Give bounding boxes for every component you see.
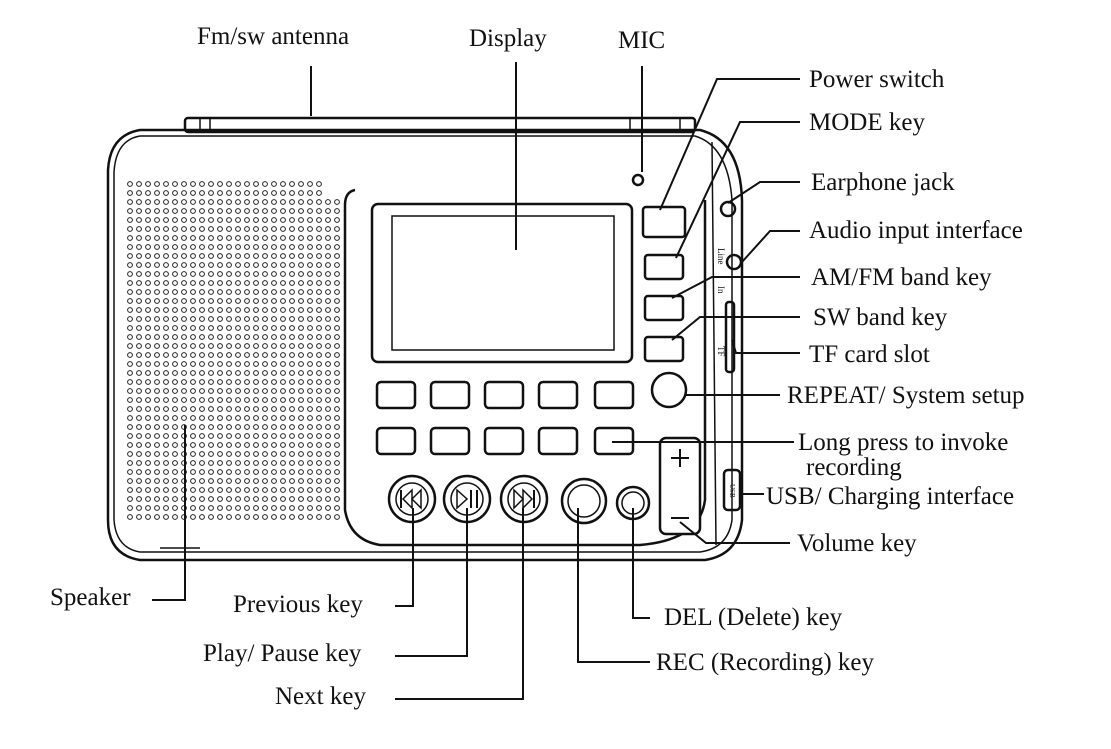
label-repeat: REPEAT/ System setup — [787, 382, 1025, 409]
label-play-pause: Play/ Pause key — [203, 640, 362, 667]
mic-hole — [631, 173, 645, 187]
earphone-jack[interactable] — [719, 200, 737, 218]
callout-labels: Fm/sw antenna Display MIC Power switch M… — [50, 23, 1025, 710]
audio-input-jack[interactable] — [725, 253, 743, 271]
label-speaker: Speaker — [50, 584, 131, 611]
label-volume: Volume key — [797, 530, 917, 557]
key-9[interactable] — [537, 426, 579, 456]
usb-port[interactable] — [722, 468, 742, 512]
key-4[interactable] — [537, 380, 579, 410]
keypad-row-1 — [375, 380, 635, 410]
amfm-band-key-button[interactable] — [643, 294, 685, 322]
label-mic: MIC — [618, 27, 665, 54]
key-6[interactable] — [375, 426, 417, 456]
label-amfm-key: AM/FM band key — [811, 264, 992, 291]
power-switch-button[interactable] — [641, 205, 687, 239]
key-2[interactable] — [429, 380, 471, 410]
volume-key[interactable] — [658, 436, 702, 536]
leader-lines — [152, 62, 800, 700]
previous-icon — [400, 488, 422, 510]
play-pause-button[interactable] — [442, 474, 492, 524]
label-previous: Previous key — [233, 591, 363, 618]
label-del: DEL (Delete) key — [664, 604, 843, 631]
label-antenna: Fm/sw antenna — [197, 23, 349, 50]
next-icon — [513, 488, 535, 510]
speaker-grille — [127, 181, 340, 520]
label-next: Next key — [275, 683, 366, 710]
tf-card-slot[interactable] — [724, 300, 736, 374]
key-1[interactable] — [375, 380, 417, 410]
repeat-button[interactable] — [650, 371, 688, 409]
key-8[interactable] — [483, 426, 525, 456]
label-earphone-jack: Earphone jack — [811, 169, 955, 196]
label-record-line2: recording — [806, 454, 902, 481]
side-mark-usb: USB — [728, 484, 736, 498]
label-record-line1: Long press to invoke — [798, 429, 1008, 456]
side-mark-tf: TF — [716, 346, 726, 357]
key-3[interactable] — [483, 380, 525, 410]
label-usb: USB/ Charging interface — [766, 483, 1014, 510]
mode-key-button[interactable] — [643, 253, 685, 281]
key-7[interactable] — [429, 426, 471, 456]
key-5[interactable] — [593, 380, 635, 410]
side-ports: Line In TF USB — [716, 200, 743, 512]
keypad-row-2 — [375, 426, 635, 456]
side-mark-in: In — [716, 286, 726, 294]
label-power-switch: Power switch — [809, 66, 945, 93]
sw-band-key-button[interactable] — [643, 335, 685, 363]
label-sw-key: SW band key — [813, 304, 948, 331]
side-mark-line: Line — [716, 248, 726, 265]
display-screen — [370, 202, 634, 364]
label-audio-input: Audio input interface — [809, 217, 1023, 244]
label-mode-key: MODE key — [809, 109, 925, 136]
label-display: Display — [469, 25, 547, 52]
label-tf-slot: TF card slot — [809, 341, 930, 368]
rec-button[interactable] — [560, 477, 608, 525]
play-pause-icon — [456, 488, 478, 510]
label-rec: REC (Recording) key — [656, 649, 875, 676]
